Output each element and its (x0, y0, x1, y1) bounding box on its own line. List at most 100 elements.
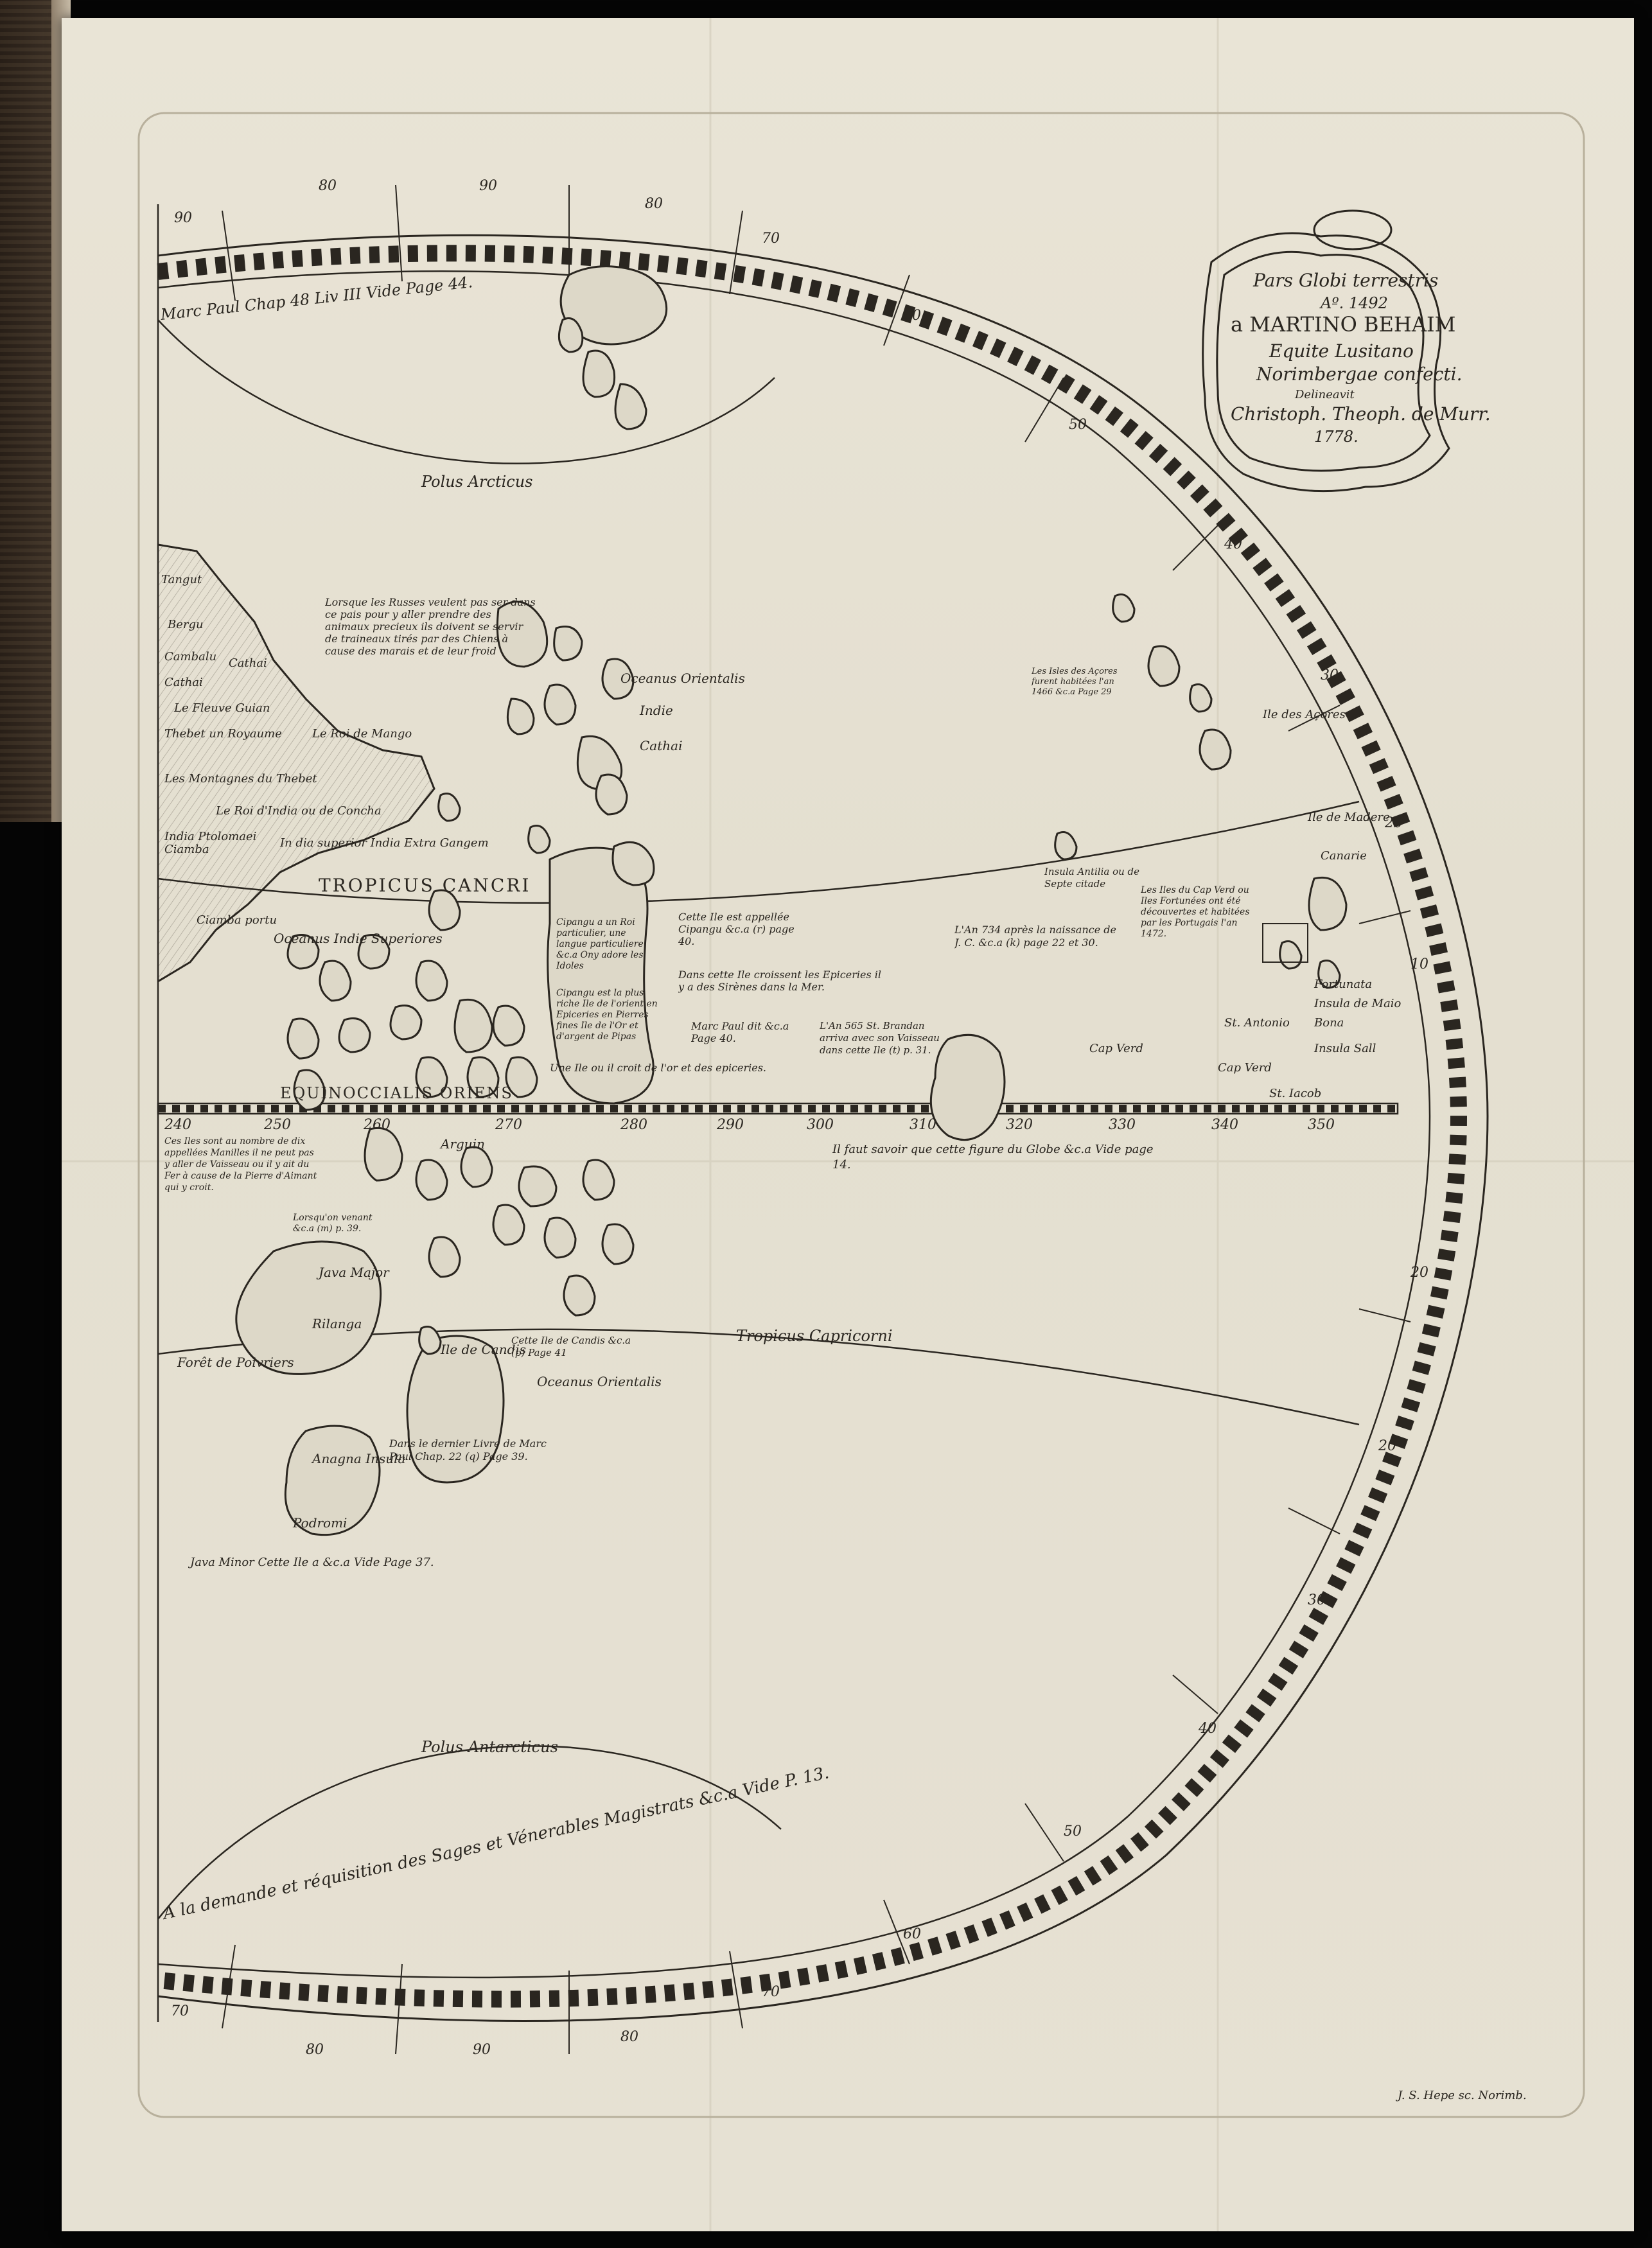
place-oceanus-orientalis: Oceanus Orientalis (620, 671, 745, 686)
note-une-ile: Une Ile ou il croit de l'or et des epice… (550, 1062, 766, 1074)
lat-label: 90 (473, 2042, 491, 2058)
place-roi-mango: Le Roi de Mango (312, 727, 412, 741)
island (389, 1005, 423, 1041)
place-insula-maio: Insula de Maio (1314, 997, 1402, 1010)
island (286, 1017, 320, 1060)
ocean-labels: Oceanus Orientalis Indie Cathai Oceanus … (177, 671, 745, 1531)
island (338, 1017, 371, 1053)
lon-label: 240 (164, 1117, 191, 1133)
place-fortunata: Fortunata (1314, 978, 1372, 991)
place-ciamba-portu: Ciamba portu (197, 913, 277, 927)
note-cipangu-container: Cipangu a un Roi particulier, une langue… (556, 917, 644, 971)
arctic-note: Marc Paul Chap 48 Liv III Vide Page 44. (159, 273, 473, 324)
island (543, 1216, 577, 1259)
map-canvas: 90 80 90 80 70 60 50 40 30 20 10 20 20 3… (62, 18, 1634, 2231)
note-ces-iles: Ces Iles sont au nombre de dix appellées… (164, 1136, 317, 1193)
cartouche-text: Pars Globi terrestris Aº. 1492 a MARTINO… (1231, 270, 1491, 446)
note-les-isles-acores: Les Isles des Açores furent habitées l'a… (1032, 667, 1118, 697)
lat-label: 80 (645, 196, 663, 212)
place-insula-antilia: Insula Antilia ou de Septe citade (1044, 866, 1140, 890)
island (415, 1056, 448, 1098)
place-tangut: Tangut (161, 573, 202, 586)
place-india-ptolomaei: India Ptolomaei (164, 830, 256, 843)
cartouche-line6: Delineavit (1294, 388, 1355, 401)
place-cathai: Cathai (164, 676, 203, 689)
island (1279, 940, 1303, 970)
lat-label: 70 (762, 1984, 780, 2000)
island-antilia (929, 1033, 1006, 1141)
island (319, 960, 352, 1002)
note-dans-le-dernier-container: Dans le dernier Livre de Marc Paul Chap.… (389, 1437, 547, 1462)
island (453, 998, 493, 1053)
place-roi-india: Le Roi d'India ou de Concha (215, 804, 382, 818)
place-cambalu: Cambalu (164, 650, 216, 663)
island (1199, 728, 1232, 771)
cartouche-line1: Pars Globi terrestris (1252, 270, 1438, 291)
island (505, 1056, 538, 1098)
place-ile-madere: Ile de Madere (1307, 811, 1390, 824)
place-podromi: Podromi (292, 1515, 347, 1531)
island-anagna (284, 1425, 381, 1536)
antarctic-note: A la demande et réquisition des Sages et… (160, 1763, 830, 1924)
island-candis (406, 1335, 505, 1484)
note-les-isles-acores-container: Les Isles des Açores furent habitées l'a… (1032, 667, 1118, 697)
place-oceanus-orientalis-2: Oceanus Orientalis (537, 1374, 662, 1389)
lat-labels-lower: 20 20 30 40 50 60 70 80 90 80 70 (171, 1265, 1428, 2058)
lon-label: 290 (716, 1117, 744, 1133)
cartouche-line3: a MARTINO BEHAIM (1231, 312, 1455, 337)
island (601, 658, 635, 700)
cartouche-line7: Christoph. Theoph. de Murr. (1231, 403, 1491, 425)
lat-label: 50 (1069, 417, 1087, 433)
lat-label: 30 (1308, 1592, 1326, 1608)
note-cipangu: Cipangu a un Roi particulier, une langue… (556, 917, 644, 971)
note-cette-ile-container: Cette Ile est appellée Cipangu &c.a (r) … (678, 911, 795, 947)
place-java-major: Java Major (316, 1265, 390, 1280)
tropicus-capricorni-label: Tropicus Capricorni (736, 1327, 893, 1345)
note-les-iles-cap-container: Les Iles du Cap Verd ou Iles Fortunées o… (1141, 885, 1250, 939)
hemisphere-inner-ring (157, 270, 1431, 1979)
equator-label: EQUINOCCIALIS ORIENS (280, 1084, 513, 1102)
lon-label: 250 (263, 1117, 291, 1133)
place-montagnes: Les Montagnes du Thebet (164, 772, 317, 786)
cartouche-line2: Aº. 1492 (1319, 294, 1388, 312)
place-bergu: Bergu (167, 618, 204, 631)
island (415, 960, 448, 1002)
island (418, 1326, 442, 1355)
cartouche-frame (1202, 209, 1450, 493)
island (601, 1223, 635, 1265)
lat-label: 30 (1321, 667, 1339, 683)
note-russes-container: Lorsque les Russes veulent pas ser dans … (325, 596, 536, 657)
note-lorsqu-on-container: Lorsqu'on venant &c.a (m) p. 39. (293, 1213, 373, 1234)
cartouche-line4: Equite Lusitano (1269, 340, 1414, 362)
engraver-credit: J. S. Hepe sc. Norimb. (1395, 2089, 1527, 2102)
atlantic-labels: Cap Verd Cap Verd Ile de Madere Canarie … (1089, 708, 1402, 1100)
island (460, 1146, 493, 1188)
place-rilanga: Rilanga (312, 1316, 362, 1331)
place-arguin: Arguin (439, 1136, 485, 1152)
lat-label: 80 (319, 178, 337, 194)
island (1189, 683, 1213, 713)
note-il-faut-container: Il faut savoir que cette figure du Globe… (832, 1143, 1154, 1172)
island (1147, 645, 1181, 687)
note-dans-cette: Dans cette Ile croissent les Epiceries i… (678, 969, 881, 993)
island-java-major (235, 1240, 382, 1375)
island (595, 773, 628, 816)
island (563, 1274, 596, 1317)
lon-label: 300 (807, 1117, 834, 1133)
note-cette-ile: Cette Ile est appellée Cipangu &c.a (r) … (678, 911, 795, 947)
lat-label: 60 (903, 1926, 921, 1942)
island (582, 1159, 615, 1201)
note-marc-paul: Marc Paul dit &c.a Page 40. (691, 1020, 789, 1044)
lon-label: 270 (495, 1117, 522, 1133)
antarctic-label: Polus Antarcticus (421, 1738, 558, 1756)
place-cathai: Cathai (640, 738, 682, 753)
lat-label: 20 (1378, 1438, 1396, 1454)
place-indie: Indie (639, 703, 673, 718)
island (496, 601, 549, 668)
lon-label: 340 (1211, 1117, 1238, 1133)
island (1112, 593, 1136, 623)
island (553, 626, 583, 662)
cartouche-line5: Norimbergae confecti. (1256, 364, 1463, 385)
lon-label: 330 (1109, 1117, 1136, 1133)
island (614, 383, 647, 430)
